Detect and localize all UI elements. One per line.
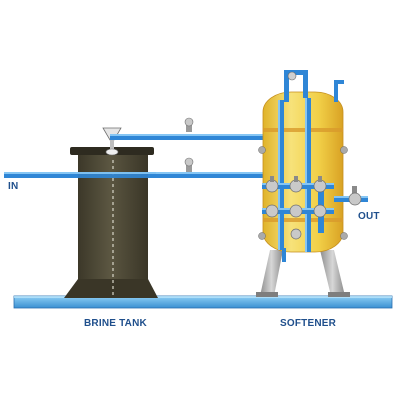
brine-injector: [102, 127, 122, 156]
brine-tank: [64, 147, 158, 298]
inlet-label: IN: [8, 181, 19, 192]
brine-line-valve-icon: [184, 117, 194, 132]
brine-tank-label: BRINE TANK: [84, 318, 147, 329]
manifold-valve-icon: [265, 176, 327, 240]
air-release-pipe: [334, 80, 344, 102]
drain-pipe: [282, 248, 286, 262]
softener-label: SOFTENER: [280, 318, 337, 329]
softener-support-legs: [256, 250, 350, 297]
outlet-valve-icon: [348, 186, 362, 206]
brine-line: [110, 134, 280, 140]
inlet-valve-icon: [184, 157, 194, 172]
softener-vessel: [258, 91, 348, 253]
top-vent-pipe: [284, 70, 308, 102]
floor-slab: [13, 295, 393, 309]
outlet-label: OUT: [358, 211, 380, 222]
inlet-pipe-front: [70, 172, 156, 178]
